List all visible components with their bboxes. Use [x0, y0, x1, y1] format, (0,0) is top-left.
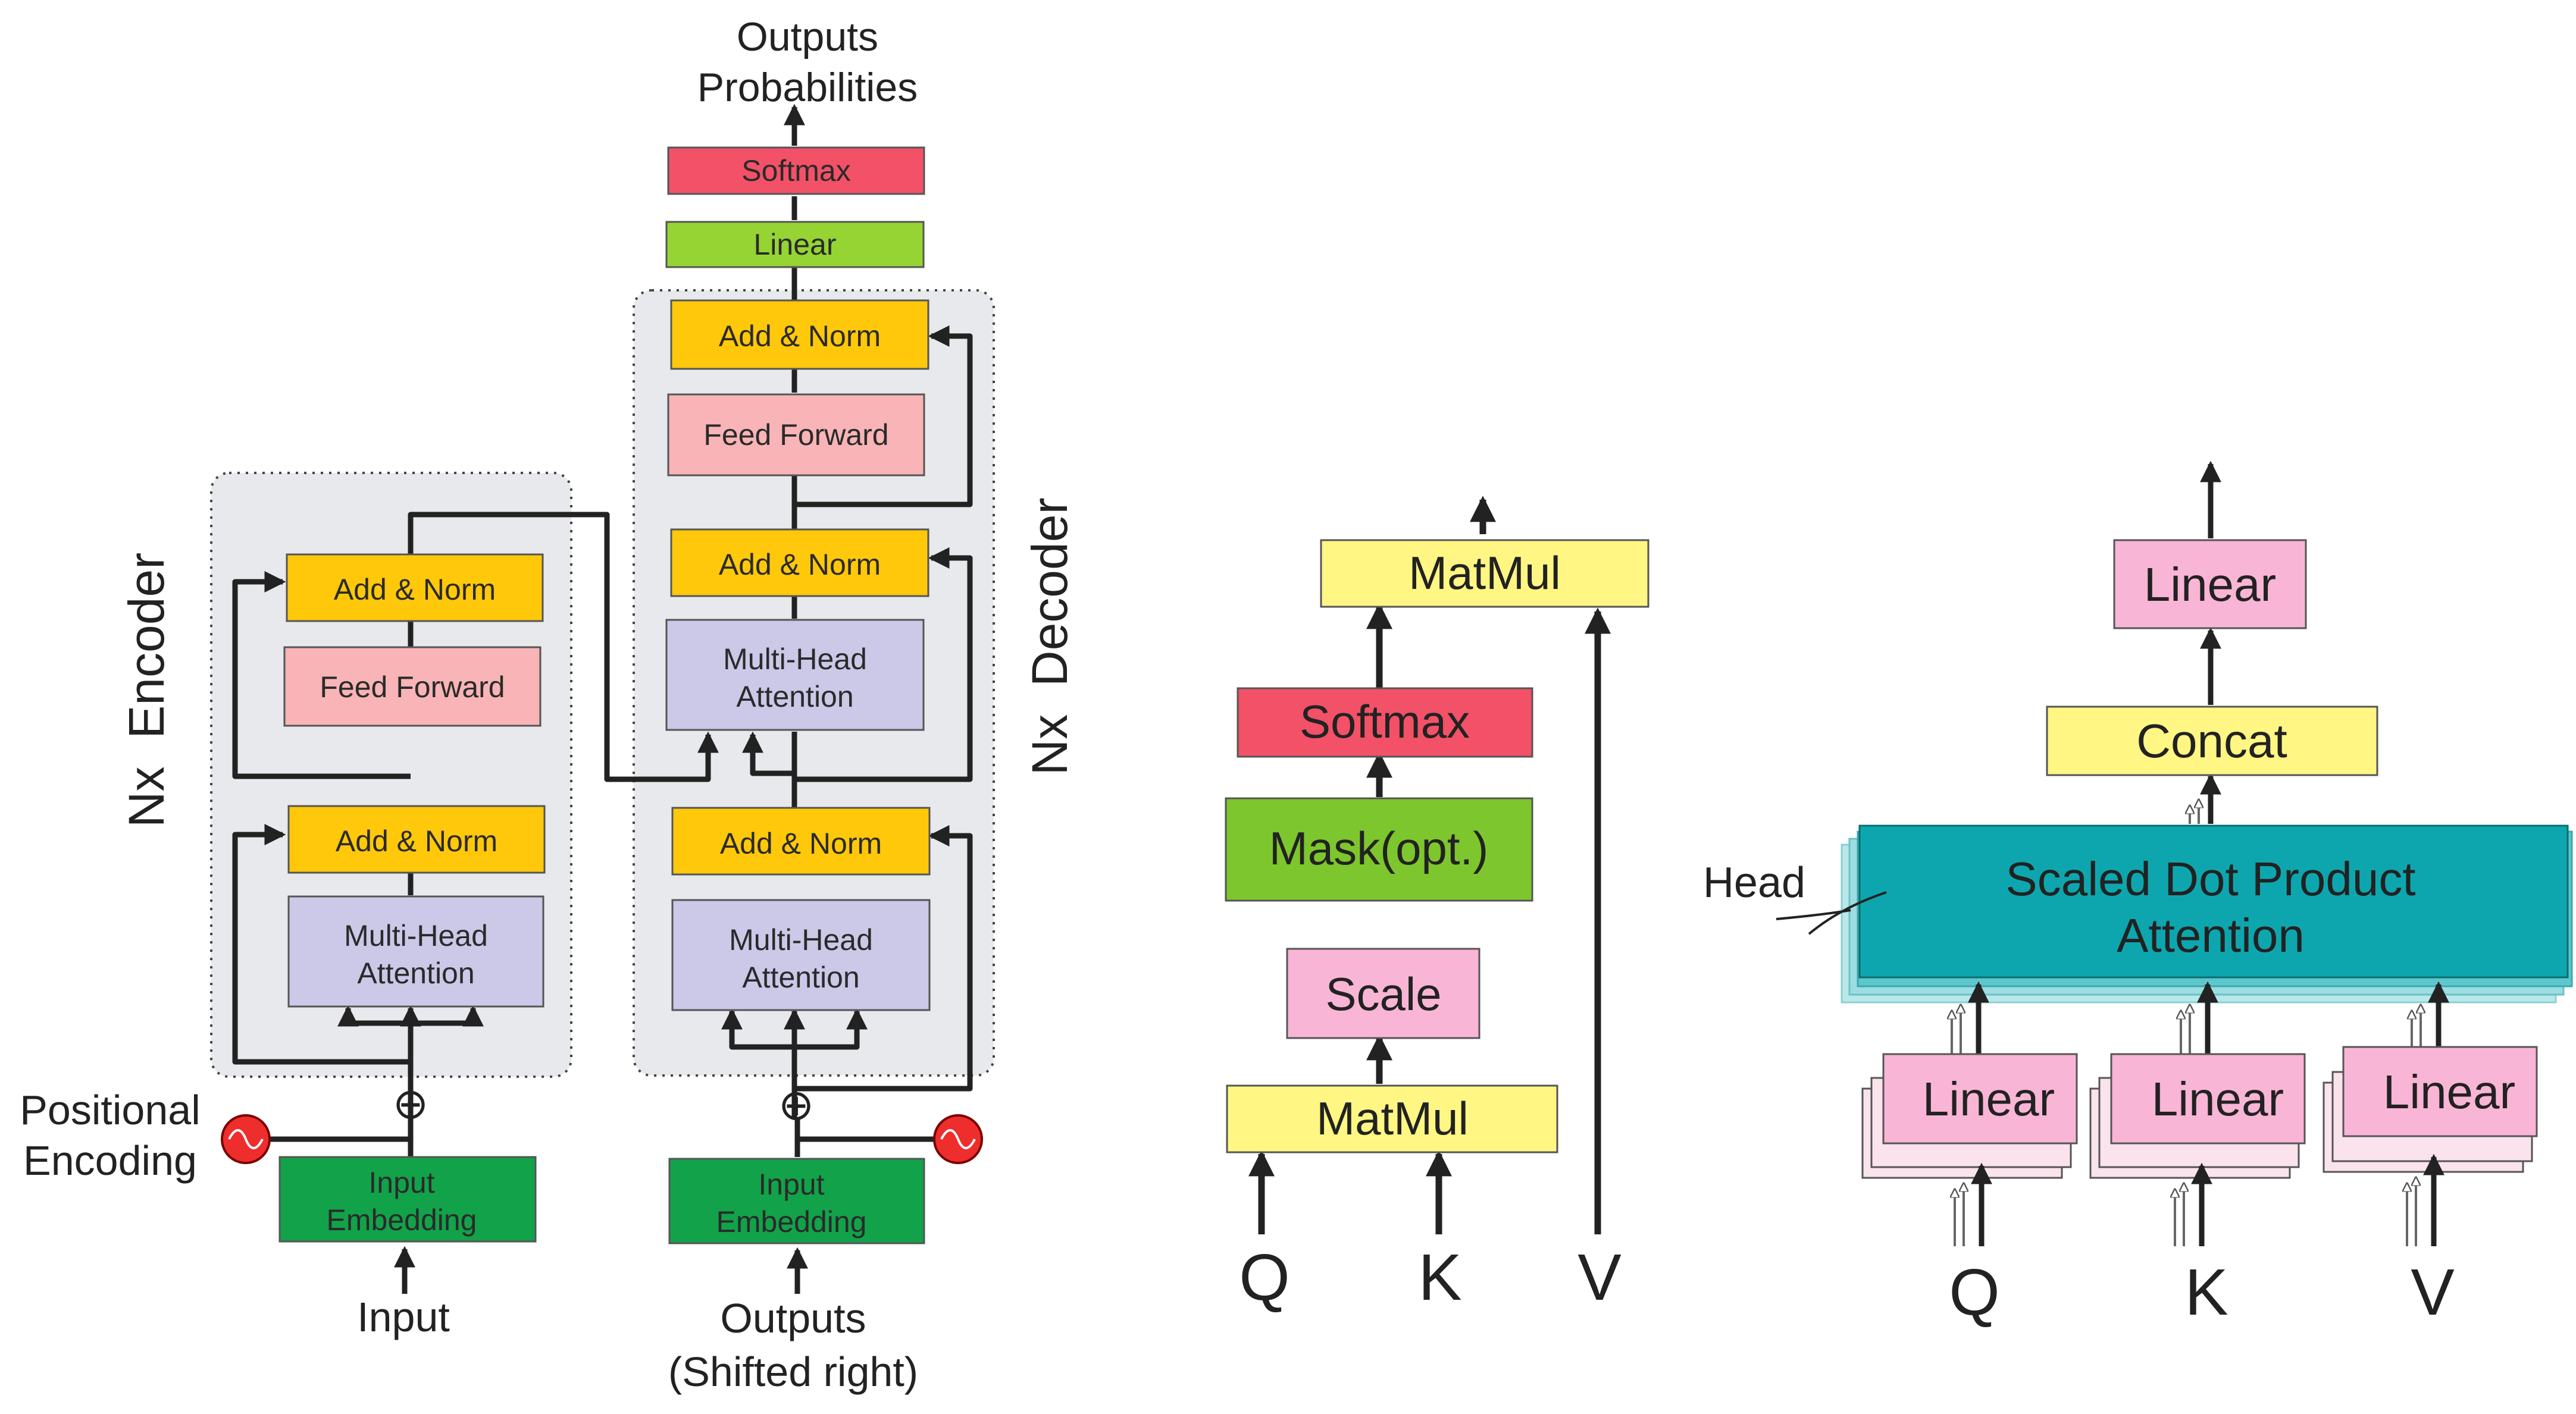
transformer-connectors [232, 104, 973, 1294]
encoder-positional-wave-icon [221, 1114, 271, 1164]
mha-linear-k [2110, 1053, 2306, 1145]
input-embedding-line1: Input [368, 1166, 434, 1199]
decoder-add-norm-1-label: Add & Norm [720, 827, 882, 860]
mha-linear-q [1882, 1053, 2078, 1145]
transformer-softmax-box [667, 146, 925, 195]
mha-linear-q-label: Linear [1923, 1073, 2055, 1125]
transformer-architecture: Outputs Probabilities Softmax Linear Add… [20, 14, 1078, 1395]
encoder-add-norm-1 [287, 805, 546, 874]
head-pointer [1776, 891, 1887, 935]
decoder-add-symbol: ⊕ [778, 1081, 814, 1129]
mha-k-label: K [2184, 1256, 2228, 1329]
encoder-self-attention-line1: Multi-Head [344, 919, 488, 952]
mha-head-arrows [1952, 800, 2421, 1246]
encoder-nx-label: Nx Encoder [118, 553, 174, 827]
encoder-feed-forward [283, 646, 542, 727]
decoder-positional-wave-icon [933, 1114, 983, 1164]
sdpa-matmul-bottom-label: MatMul [1316, 1092, 1469, 1145]
output-embedding-box [668, 1158, 925, 1244]
decoder-cross-attention-line1: Multi-Head [723, 642, 867, 676]
mha-linear-k-label: Linear [2152, 1073, 2284, 1125]
mha-v-label: V [2411, 1256, 2454, 1329]
decoder-nx-label: Nx Decoder [1022, 498, 1078, 776]
decoder-input-label-line2: (Shifted right) [668, 1349, 918, 1395]
sdpa-mask [1225, 797, 1533, 902]
output-embedding-line2: Embedding [716, 1205, 867, 1239]
mha-linear-v-label: Linear [2383, 1065, 2515, 1118]
sdpa-k-label: K [1418, 1241, 1461, 1314]
decoder-masked-attention-line2: Attention [742, 961, 859, 994]
decoder-masked-attention [671, 899, 931, 1011]
decoder-add-norm-3-label: Add & Norm [719, 319, 881, 353]
encoder-add-symbol: ⊕ [393, 1080, 428, 1128]
scaled-dot-product-attention: MatMul Softmax Mask(opt.) Scale MatMul Q… [1225, 496, 1649, 1314]
input-embedding-box [278, 1156, 537, 1243]
decoder-masked-attention-line1: Multi-Head [729, 923, 873, 957]
positional-label-line1: Positional [20, 1087, 201, 1133]
sdpa-q-label: Q [1239, 1241, 1290, 1314]
transformer-linear-label: Linear [754, 228, 837, 261]
decoder-feed-forward [667, 393, 925, 476]
mha-linear-v [2342, 1046, 2538, 1137]
sdpa-v-label: V [1577, 1241, 1621, 1314]
mha-sdpa-box [1858, 824, 2569, 979]
encoder-feed-forward-label: Feed Forward [320, 670, 505, 704]
mha-concat-label: Concat [2136, 714, 2287, 767]
encoder-add-norm-2 [286, 553, 544, 622]
decoder-add-norm-3 [670, 299, 929, 370]
mha-linear-top-label: Linear [2144, 558, 2276, 611]
outputs-label: Outputs [737, 14, 878, 59]
encoder-input-label: Input [357, 1294, 450, 1340]
mha-concat [2046, 706, 2378, 776]
head-label: Head [1703, 859, 1805, 907]
decoder-add-norm-2 [670, 528, 929, 597]
encoder-add-norm-1-label: Add & Norm [336, 824, 497, 858]
probabilities-label: Probabilities [697, 65, 918, 110]
output-embedding-line1: Input [758, 1168, 824, 1201]
sdpa-softmax-label: Softmax [1300, 695, 1470, 748]
sdpa-mask-label: Mask(opt.) [1269, 822, 1488, 874]
input-embedding-line2: Embedding [327, 1203, 477, 1237]
sdpa-matmul-top [1320, 539, 1649, 608]
sdpa-scale [1286, 948, 1481, 1039]
sdpa-softmax [1237, 687, 1533, 758]
transformer-softmax-label: Softmax [741, 154, 850, 187]
decoder-cross-attention [665, 619, 925, 731]
sdpa-scale-label: Scale [1325, 968, 1441, 1020]
mha-sdpa-line2: Attention [2117, 909, 2305, 962]
positional-label-line2: Encoding [23, 1137, 197, 1184]
decoder-add-norm-1 [671, 807, 931, 876]
mha-linear-top [2113, 539, 2307, 629]
encoder-self-attention [287, 895, 544, 1008]
sdpa-matmul-bottom [1226, 1084, 1558, 1153]
encoder-add-norm-2-label: Add & Norm [334, 573, 496, 606]
decoder-add-norm-2-label: Add & Norm [719, 548, 881, 581]
mha-connectors [1968, 460, 2449, 1246]
decoder-input-label-line1: Outputs [720, 1295, 866, 1341]
multi-head-attention: Linear Concat Scaled Dot Product Attenti… [1703, 460, 2573, 1329]
mha-q-label: Q [1949, 1256, 2000, 1329]
sdpa-matmul-top-label: MatMul [1408, 547, 1561, 599]
encoder-self-attention-line2: Attention [357, 957, 474, 990]
decoder-feed-forward-label: Feed Forward [703, 418, 888, 452]
transformer-linear-box [665, 221, 925, 268]
mha-sdpa-line1: Scaled Dot Product [2005, 852, 2415, 905]
decoder-cross-attention-line2: Attention [736, 680, 853, 713]
